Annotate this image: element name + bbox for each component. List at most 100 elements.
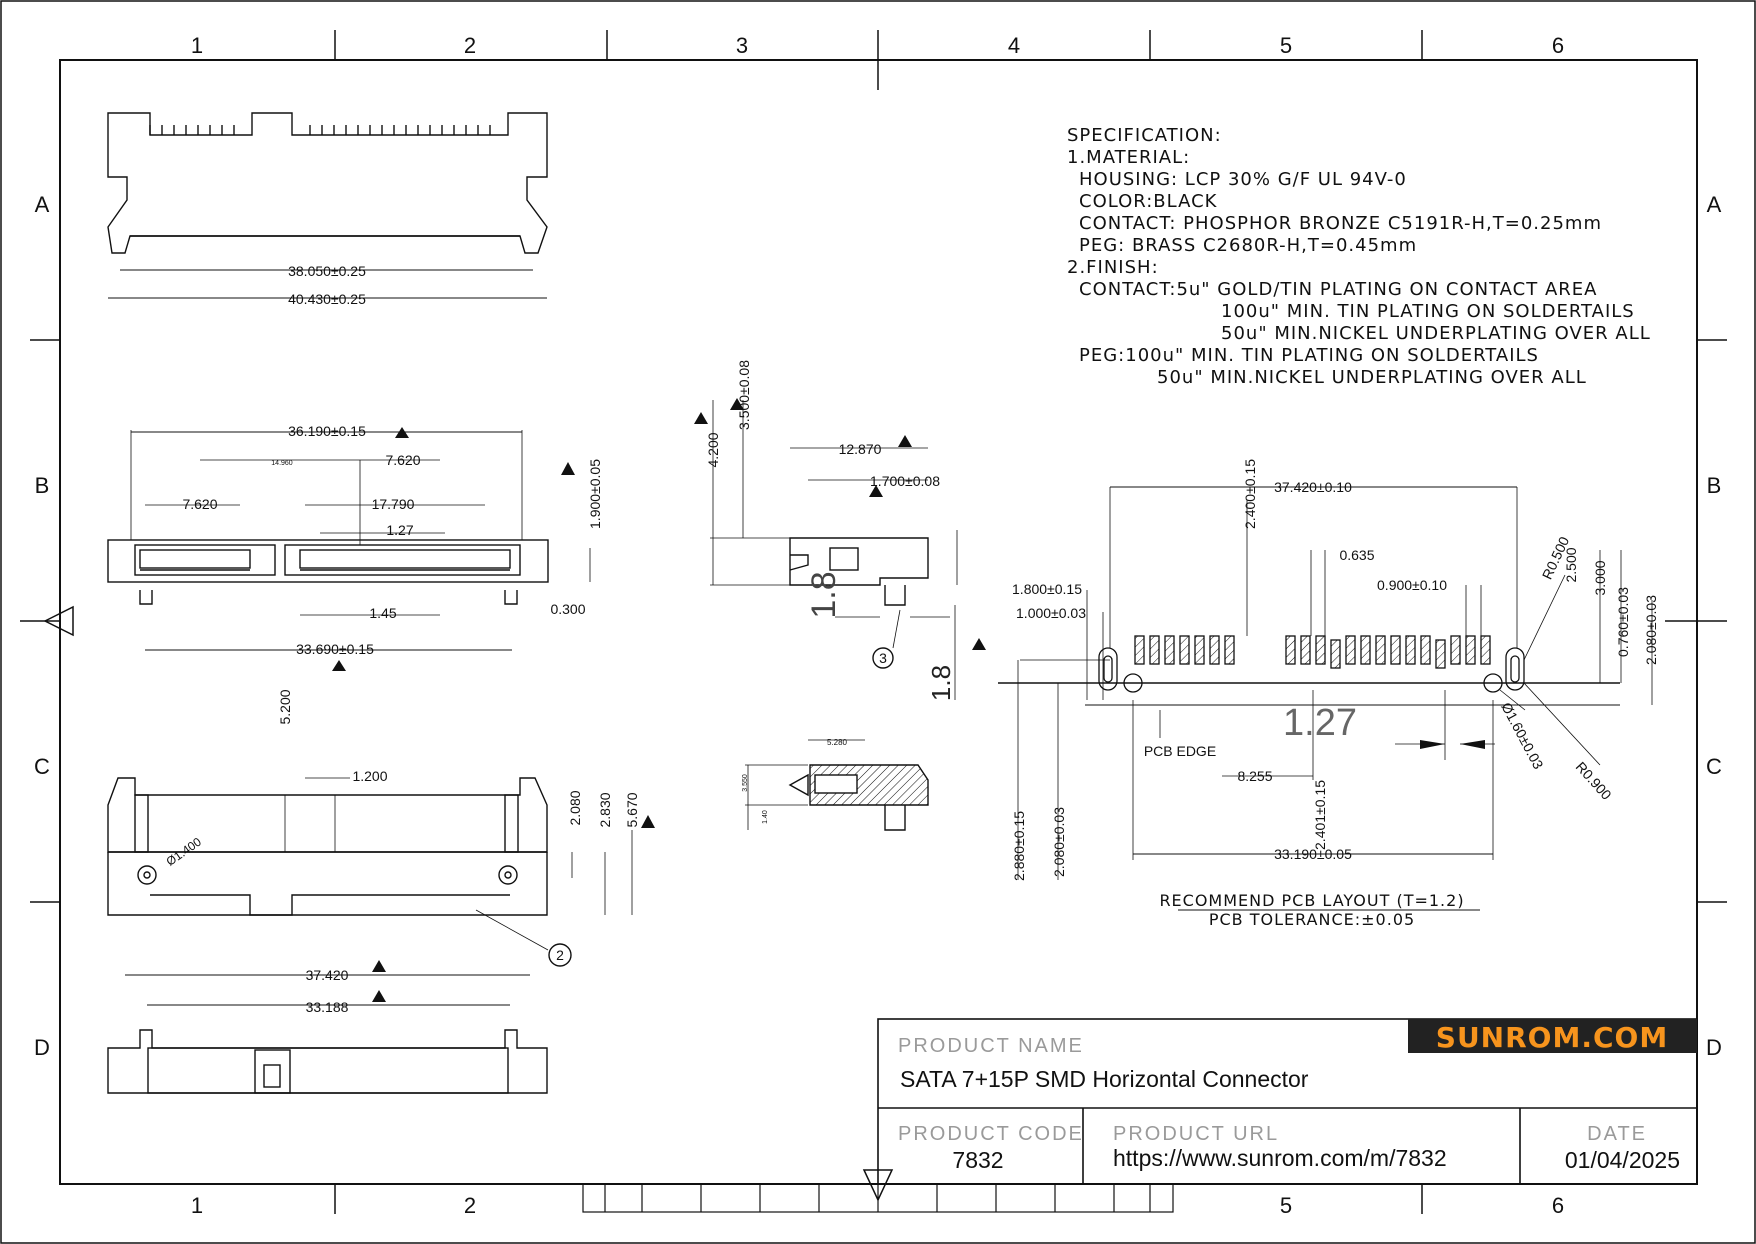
side-view-v2-dim: 3.500±0.08: [736, 360, 752, 430]
spec-line: 100u" MIN. TIN PLATING ON SOLDERTAILS: [1221, 301, 1635, 322]
front-view-dim-b: 7.620: [182, 496, 217, 512]
pcb-pad-offset-dim: 2.401±0.15: [1312, 780, 1328, 850]
rear-view-callout: 2: [556, 947, 564, 963]
side-view-big2-dim: 1.8: [926, 665, 956, 701]
front-view-overall-dim: 36.190±0.15: [288, 423, 366, 439]
front-view-dim-a: 7.620: [385, 452, 420, 468]
rear-view: [107, 777, 655, 967]
pcb-pad-height-dim: 2.400±0.15: [1242, 459, 1258, 529]
front-view-base-dim: 33.690±0.15: [296, 641, 374, 657]
product-code-label: PRODUCT CODE: [898, 1123, 1084, 1145]
pcb-layout-title: RECOMMEND PCB LAYOUT (T=1.2): [1159, 891, 1464, 910]
date-label: DATE: [1587, 1123, 1647, 1145]
zone-row-c-right: C: [1706, 754, 1722, 779]
side-view-h2-dim: 1.700±0.08: [870, 473, 940, 489]
logo-box: [1408, 1019, 1697, 1053]
spec-line: CONTACT: PHOSPHOR BRONZE C5191R-H,T=0.25…: [1079, 213, 1602, 234]
zone-row-a-left: A: [35, 192, 50, 217]
zone-col-1-bottom: 1: [191, 1193, 203, 1218]
rear-view-h2-dim: 2.830: [597, 792, 613, 827]
pcb-v1-dim: 2.880±0.15: [1011, 811, 1027, 881]
pcb-v2-dim: 2.080±0.03: [1051, 807, 1067, 877]
zone-col-3-top: 3: [736, 33, 748, 58]
title-block: [877, 1018, 1698, 1185]
bottom-view: [107, 960, 548, 1094]
front-view: [107, 427, 591, 671]
pcb-pad-width-dim: 0.635: [1339, 547, 1374, 563]
spec-line: CONTACT:5u" GOLD/TIN PLATING ON CONTACT …: [1079, 279, 1597, 300]
zone-row-d-right: D: [1706, 1035, 1722, 1060]
side-view-h1-dim: 12.870: [839, 441, 882, 457]
zone-row-b-left: B: [35, 473, 50, 498]
section-view-h2-dim: 1.40: [762, 810, 769, 824]
front-view-pitch-dim: 1.27: [386, 522, 413, 538]
product-name-label: PRODUCT NAME: [898, 1035, 1084, 1057]
zone-row-c-left: C: [34, 754, 50, 779]
pcb-d1-dim: 2.500: [1563, 547, 1579, 582]
sunrom-logo: SUNROM.COM: [1436, 1021, 1668, 1054]
spec-line: PEG:100u" MIN. TIN PLATING ON SOLDERTAIL…: [1079, 345, 1539, 366]
pcb-base-dim: 33.190±0.05: [1274, 846, 1352, 862]
product-url[interactable]: https://www.sunrom.com/m/7832: [1113, 1145, 1447, 1171]
specification-block: SPECIFICATION: 1.MATERIAL: HOUSING: LCP …: [1067, 125, 1651, 388]
rear-view-height-dim: 5.200: [277, 689, 293, 724]
section-view-h1-dim: 3.550: [742, 774, 749, 792]
zone-col-2-bottom: 2: [464, 1193, 476, 1218]
zone-row-b-right: B: [1707, 473, 1722, 498]
rear-view-width-dim: 1.200: [352, 768, 387, 784]
side-view-v1-dim: 4.200: [705, 432, 721, 467]
rear-view-h3-dim: 5.670: [624, 792, 640, 827]
zone-labels: 1 2 3 4 5 6 1 2 5 6 A B C D A B C D: [34, 33, 1722, 1218]
pcb-tolerance-note: PCB TOLERANCE:±0.05: [1209, 910, 1415, 929]
pcb-gap-dim: 8.255: [1237, 768, 1272, 784]
zone-col-6-top: 6: [1552, 33, 1564, 58]
pcb-d3-dim: 0.760±0.03: [1615, 587, 1631, 657]
front-view-gap-dim: 1.45: [369, 605, 396, 621]
front-view-height-dim: 1.900±0.05: [587, 459, 603, 529]
front-view-peg-dim: 0.300: [550, 601, 585, 617]
pcb-pitch-dim: 0.900±0.10: [1377, 577, 1447, 593]
side-view: [694, 398, 986, 700]
pcb-d4-dim: 2.080±0.03: [1643, 595, 1659, 665]
front-view-small-label: 14.960: [271, 460, 293, 467]
top-view-inner-dim: 38.050±0.25: [288, 263, 366, 279]
spec-line: 1.MATERIAL:: [1067, 147, 1190, 168]
spec-line: 50u" MIN.NICKEL UNDERPLATING OVER ALL: [1221, 323, 1651, 344]
spec-line: SPECIFICATION:: [1067, 125, 1222, 146]
pcb-overall-dim: 37.420±0.10: [1274, 479, 1352, 495]
bottom-view-inner-dim: 33.188: [306, 999, 349, 1015]
spec-line: 50u" MIN.NICKEL UNDERPLATING OVER ALL: [1157, 367, 1587, 388]
scale-bar: [582, 1183, 1174, 1213]
zone-col-5-top: 5: [1280, 33, 1292, 58]
zone-row-a-right: A: [1707, 192, 1722, 217]
rear-view-h1-dim: 2.080: [567, 790, 583, 825]
pcb-edge-label: PCB EDGE: [1144, 743, 1216, 759]
pcb-r2-dim: R0.900: [1573, 759, 1615, 803]
pcb-left1-dim: 1.800±0.15: [1012, 581, 1082, 597]
zone-col-2-top: 2: [464, 33, 476, 58]
zone-row-d-left: D: [34, 1035, 50, 1060]
side-view-callout: 3: [879, 650, 887, 666]
zone-col-5-bottom: 5: [1280, 1193, 1292, 1218]
top-view: [107, 112, 548, 299]
zone-col-4-top: 4: [1008, 33, 1020, 58]
spec-line: COLOR:BLACK: [1079, 191, 1218, 212]
pcb-hole-dim: Ø1.60±0.03: [1498, 700, 1547, 772]
section-view: [745, 739, 929, 831]
front-view-dim-c: 17.790: [372, 496, 415, 512]
spec-line: HOUSING: LCP 30% G/F UL 94V-0: [1079, 169, 1407, 190]
spec-line: PEG: BRASS C2680R-H,T=0.45mm: [1079, 235, 1417, 256]
bottom-view-outer-dim: 37.420: [306, 967, 349, 983]
top-view-outer-dim: 40.430±0.25: [288, 291, 366, 307]
pcb-big-label: 1.27: [1283, 702, 1357, 744]
product-name: SATA 7+15P SMD Horizontal Connector: [900, 1066, 1309, 1092]
product-url-label: PRODUCT URL: [1113, 1123, 1279, 1145]
product-code: 7832: [952, 1147, 1003, 1173]
date-value: 01/04/2025: [1565, 1147, 1680, 1173]
side-view-big1-dim: 1.8: [805, 571, 843, 618]
pcb-left2-dim: 1.000±0.03: [1016, 605, 1086, 621]
pcb-layout: [998, 486, 1653, 880]
pcb-d2-dim: 3.000: [1592, 560, 1608, 595]
zone-col-6-bottom: 6: [1552, 1193, 1564, 1218]
